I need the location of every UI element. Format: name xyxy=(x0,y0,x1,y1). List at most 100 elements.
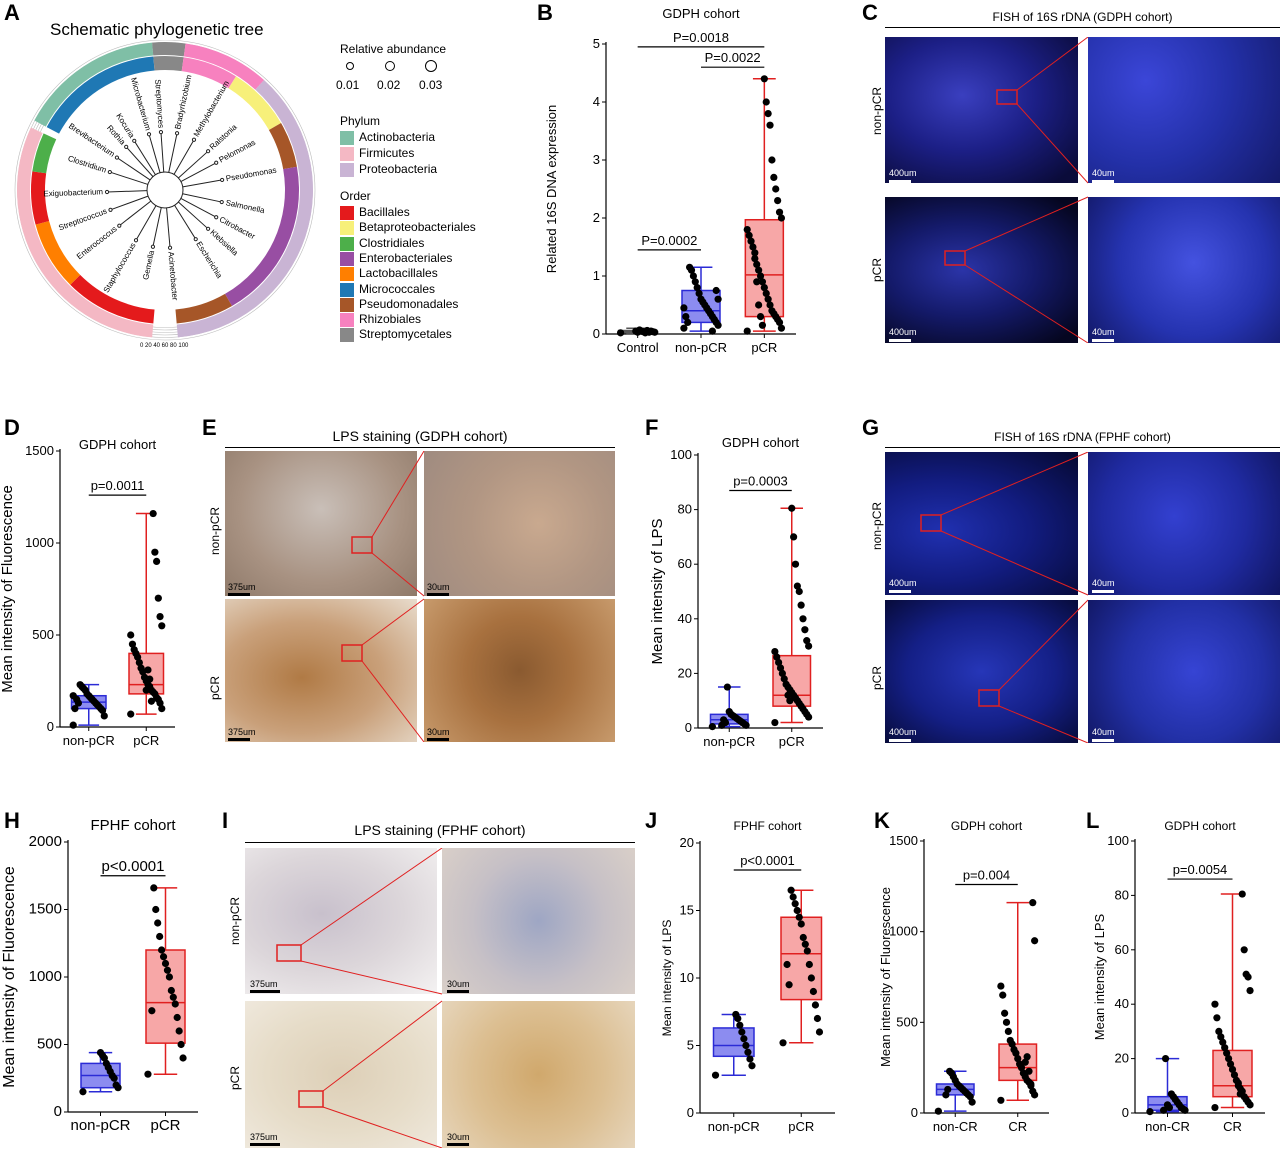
data-point xyxy=(1240,946,1248,954)
phylogenetic-tree: StreptomycesMicrobacteriumKocuriaRothiaB… xyxy=(14,40,316,349)
data-point xyxy=(747,237,755,245)
scale-text: 30um xyxy=(447,979,470,989)
scale-bar xyxy=(889,590,911,593)
data-point xyxy=(165,973,173,981)
data-point xyxy=(723,683,731,691)
y-tick-label: 0 xyxy=(54,1103,62,1120)
tree-branch xyxy=(180,198,217,218)
data-point xyxy=(169,993,177,1001)
data-point xyxy=(815,1028,824,1036)
scale-text: 400um xyxy=(889,727,917,737)
data-point xyxy=(738,1028,746,1036)
data-point xyxy=(944,1085,952,1094)
taxon-label: Klebsiella xyxy=(208,228,240,258)
x-tick-label: non-pCR xyxy=(703,734,755,749)
y-tick-label: 1500 xyxy=(25,443,54,458)
data-point xyxy=(791,900,799,908)
data-point xyxy=(779,1039,787,1047)
y-tick-label: 3 xyxy=(593,152,600,167)
phylum-title: Phylum xyxy=(340,114,381,128)
x-tick-label: pCR xyxy=(779,734,805,749)
tree-leaf xyxy=(220,177,225,183)
data-point xyxy=(146,675,154,683)
x-tick-label: pCR xyxy=(788,1119,814,1134)
scale-bar xyxy=(1092,739,1114,742)
panel-g-row-label-2: pCR xyxy=(870,665,884,690)
data-point xyxy=(179,1054,187,1062)
data-point xyxy=(758,321,767,329)
data-point xyxy=(946,1067,954,1075)
tree-branch xyxy=(148,134,161,173)
order-ring-segment xyxy=(70,274,155,324)
panel-letter-g: G xyxy=(862,415,880,440)
order-label: Enterobacteriales xyxy=(359,250,453,265)
y-tick-label: 40 xyxy=(1115,996,1129,1011)
y-tick-label: 0 xyxy=(687,1105,694,1120)
scale-bar xyxy=(1092,180,1114,183)
data-point xyxy=(1161,1055,1170,1063)
taxon-label: Escherichia xyxy=(194,240,224,280)
order-label: Lactobacillales xyxy=(359,266,438,281)
data-point xyxy=(718,721,726,729)
tree-branch xyxy=(180,162,217,182)
tree-leaf xyxy=(107,169,112,175)
data-point xyxy=(173,1013,181,1022)
comparison-pvalue: p<0.0001 xyxy=(740,853,795,868)
data-point xyxy=(1219,1038,1227,1046)
data-point xyxy=(1029,1087,1037,1095)
data-point xyxy=(753,260,761,268)
data-point xyxy=(766,121,774,129)
data-point xyxy=(743,226,751,234)
data-point xyxy=(154,919,162,927)
scale-text: 40um xyxy=(1092,727,1115,737)
scale-text: 400um xyxy=(889,168,917,178)
y-tick-label: 20 xyxy=(1115,1051,1129,1066)
data-point xyxy=(693,284,701,292)
lps-fphf-nonpcr-low xyxy=(245,848,437,994)
data-point xyxy=(1246,987,1254,995)
y-tick-label: 80 xyxy=(678,502,692,517)
y-tick-label: 20 xyxy=(680,835,694,850)
data-point xyxy=(712,286,720,295)
y-tick-label: 60 xyxy=(678,556,692,571)
data-point xyxy=(1225,1055,1233,1063)
tree-leaf xyxy=(206,226,211,231)
y-tick-label: 1000 xyxy=(25,535,54,550)
taxon-label: Enterococcus xyxy=(75,224,119,261)
taxon-label: Salmonella xyxy=(225,198,266,215)
chart-title: FPHF cohort xyxy=(90,817,176,834)
y-tick-label: 0 xyxy=(685,720,692,735)
x-tick-label: non-pCR xyxy=(675,340,727,355)
data-point xyxy=(797,920,805,928)
tree-leaf xyxy=(191,137,197,142)
y-tick-label: 2 xyxy=(593,210,600,225)
order-label: Clostridiales xyxy=(359,235,425,250)
phylum-label: Actinobacteria xyxy=(359,130,436,144)
panel-i-title: LPS staining (FPHF cohort) xyxy=(354,822,526,838)
data-point xyxy=(743,327,751,335)
order-ring-segment xyxy=(31,171,50,225)
tree-leaf xyxy=(158,130,164,135)
data-point xyxy=(130,646,138,654)
phylum-ring-segment xyxy=(152,41,186,57)
data-point xyxy=(801,626,809,634)
data-point xyxy=(746,1055,754,1063)
y-tick-label: 5 xyxy=(593,36,600,51)
tree-leaf xyxy=(206,149,211,154)
lps-fphf-nonpcr-high xyxy=(442,848,635,994)
data-point xyxy=(632,327,640,335)
tree-leaf xyxy=(104,189,110,195)
data-point xyxy=(147,697,156,705)
fish-fphf-pcr-low xyxy=(885,600,1078,743)
order-ring-segment xyxy=(153,55,184,72)
data-point xyxy=(756,272,765,280)
y-tick-label: 1000 xyxy=(889,924,918,939)
fish-fphf-nonpcr-low xyxy=(885,452,1078,595)
tree-branch xyxy=(133,140,156,176)
order-swatch xyxy=(340,313,354,328)
data-point xyxy=(1242,970,1250,978)
data-point xyxy=(711,1071,720,1079)
y-axis-label: Mean intensity of LPS xyxy=(649,519,666,665)
data-point xyxy=(1221,1044,1229,1052)
